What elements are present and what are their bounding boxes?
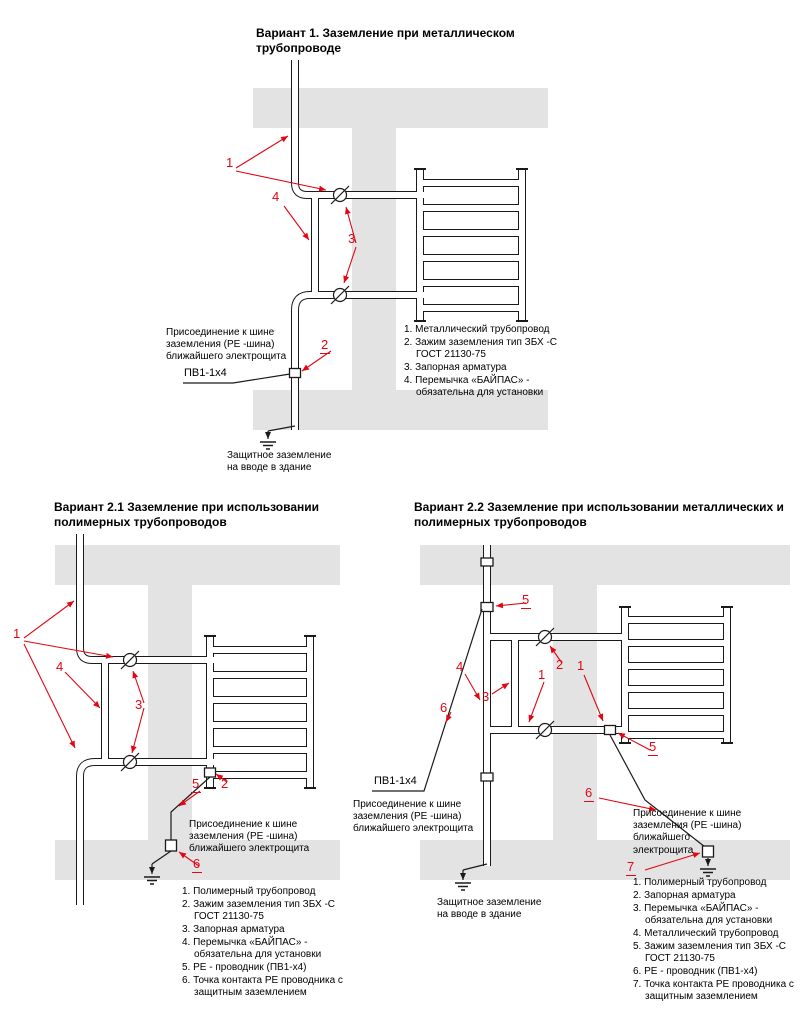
callout-v22-clamp-top: 5	[521, 592, 532, 609]
variant22-wire-label: ПВ1-1x4	[374, 775, 417, 787]
v22-pipework	[483, 545, 733, 866]
callout-v21-contact: 6	[192, 856, 203, 873]
v22-contact-point	[701, 845, 715, 858]
callout-v1-bypass: 4	[272, 189, 280, 204]
variant22-legend: 1. Полимерный трубопровод 2. Запорная ар…	[633, 877, 800, 1004]
variant1-title: Вариант 1. Заземление при металлическом …	[256, 26, 515, 55]
callout-v22-contact: 7	[626, 859, 637, 876]
legend-item: 1. Полимерный трубопровод	[182, 886, 316, 897]
callout-v21-pipe: 1	[13, 626, 21, 641]
callout-v22-pe-wire-right: 6	[584, 785, 595, 802]
callout-v21-clamp: 2	[221, 776, 229, 791]
variant22-pe-bus-note-right: Присоединение к шине заземления (PE -шин…	[633, 808, 742, 856]
legend-item: 2. Зажим заземления тип ЗБХ -С ГОСТ 2113…	[404, 337, 558, 360]
v22-valve-top	[535, 627, 555, 647]
v22-ground-symbol-riser	[455, 863, 488, 891]
variant22-protective-ground-note: Защитное заземление на вводе в здание	[437, 897, 542, 921]
v21-pipework	[76, 534, 316, 905]
callout-v1-clamp: 2	[320, 337, 331, 354]
v22-ground-symbol-right	[700, 858, 716, 877]
v22-pipe-coupling-bottom	[480, 772, 494, 782]
v1-ground-clamp	[288, 367, 302, 379]
v1-leader-lines	[235, 135, 357, 372]
legend-item: 1. Полимерный трубопровод	[633, 877, 767, 888]
v21-leader-lines	[23, 600, 228, 867]
callout-v1-valve: 3	[348, 231, 356, 246]
legend-item: 6. Точка контакта PE проводника с защитн…	[182, 975, 343, 998]
variant22-title: Вариант 2.2 Заземление при использовании…	[414, 500, 784, 529]
callout-v22-clamp-right: 5	[648, 739, 659, 756]
callout-v22-pe-wire-left: 6	[440, 700, 448, 715]
v1-i-beam	[253, 88, 548, 430]
variant1-wire-label: ПВ1-1x4	[184, 367, 227, 379]
legend-item: 5. PE - проводник (ПВ1-х4)	[182, 962, 307, 973]
variant1-protective-ground-note: Защитное заземление на вводе в здание	[227, 450, 332, 474]
legend-item: 2. Запорная арматура	[633, 890, 736, 901]
legend-item: 5. Зажим заземления тип ЗБХ -С ГОСТ 2113…	[633, 941, 787, 964]
callout-v22-bypass: 3	[482, 689, 490, 704]
v22-ground-clamp-right	[603, 724, 617, 736]
callout-v22-valve: 2	[556, 657, 564, 672]
legend-item: 3. Перемычка «БАЙПАС» - обязательна для …	[633, 903, 773, 926]
variant22-pe-bus-note-left: Присоединение к шине заземления (PE -шин…	[353, 799, 474, 835]
v22-radiator-caps	[619, 606, 733, 744]
callout-v1-pipe: 1	[226, 155, 234, 170]
v22-pe-wire-left	[372, 608, 483, 792]
v22-pe-wire-right	[609, 734, 706, 848]
v21-i-beam	[55, 545, 340, 880]
v1-ground-symbol	[260, 425, 296, 450]
v1-valve-top	[330, 185, 350, 205]
callout-v22-pipe-a: 1	[538, 667, 546, 682]
variant1-pe-bus-note: Присоединение к шине заземления (PE -шин…	[166, 327, 287, 363]
v21-contact-point	[164, 839, 178, 852]
v21-pe-wire	[170, 776, 211, 840]
v22-pipe-coupling-top	[480, 557, 494, 567]
v1-valve-bottom	[330, 285, 350, 305]
legend-item: 3. Запорная арматура	[182, 924, 285, 935]
v21-radiator-caps	[204, 635, 316, 789]
v21-ground-symbol	[144, 850, 172, 885]
callout-v21-pe-wire: 5	[191, 776, 202, 793]
variant21-title: Вариант 2.1 Заземление при использовании…	[54, 500, 320, 529]
v1-pe-wire	[183, 373, 291, 384]
callout-v21-valve: 3	[135, 697, 143, 712]
v21-valve-top	[120, 650, 140, 670]
legend-item: 4. Перемычка «БАЙПАС» - обязательна для …	[404, 375, 544, 398]
callout-v22-pipe-b: 1	[577, 658, 585, 673]
callout-v21-bypass: 4	[56, 659, 64, 674]
legend-item: 3. Запорная арматура	[404, 362, 507, 373]
variant1-legend: 1. Металлический трубопровод 2. Зажим за…	[404, 324, 580, 400]
legend-item: 4. Металлический трубопровод	[633, 928, 779, 939]
legend-item: 6. PE - проводник (ПВ1-х4)	[633, 966, 758, 977]
callout-v22-metal-pipe: 4	[456, 659, 464, 674]
v22-valve-bottom	[535, 720, 555, 740]
v22-ground-clamp-riser	[480, 601, 494, 613]
v1-radiator-caps	[414, 168, 528, 322]
legend-item: 4. Перемычка «БАЙПАС» - обязательна для …	[182, 937, 322, 960]
v1-pipework	[291, 60, 528, 430]
v22-leader-lines	[445, 602, 701, 871]
legend-item: 1. Металлический трубопровод	[404, 324, 550, 335]
v21-ground-clamp	[203, 767, 217, 778]
v21-valve-bottom	[120, 752, 140, 772]
legend-item: 7. Точка контакта PE проводника с защитн…	[633, 979, 794, 1002]
variant21-pe-bus-note: Присоединение к шине заземления (PE -шин…	[189, 819, 310, 855]
variant21-legend: 1. Полимерный трубопровод 2. Зажим зазем…	[182, 886, 358, 1000]
legend-item: 2. Зажим заземления тип ЗБХ -С ГОСТ 2113…	[182, 899, 336, 922]
